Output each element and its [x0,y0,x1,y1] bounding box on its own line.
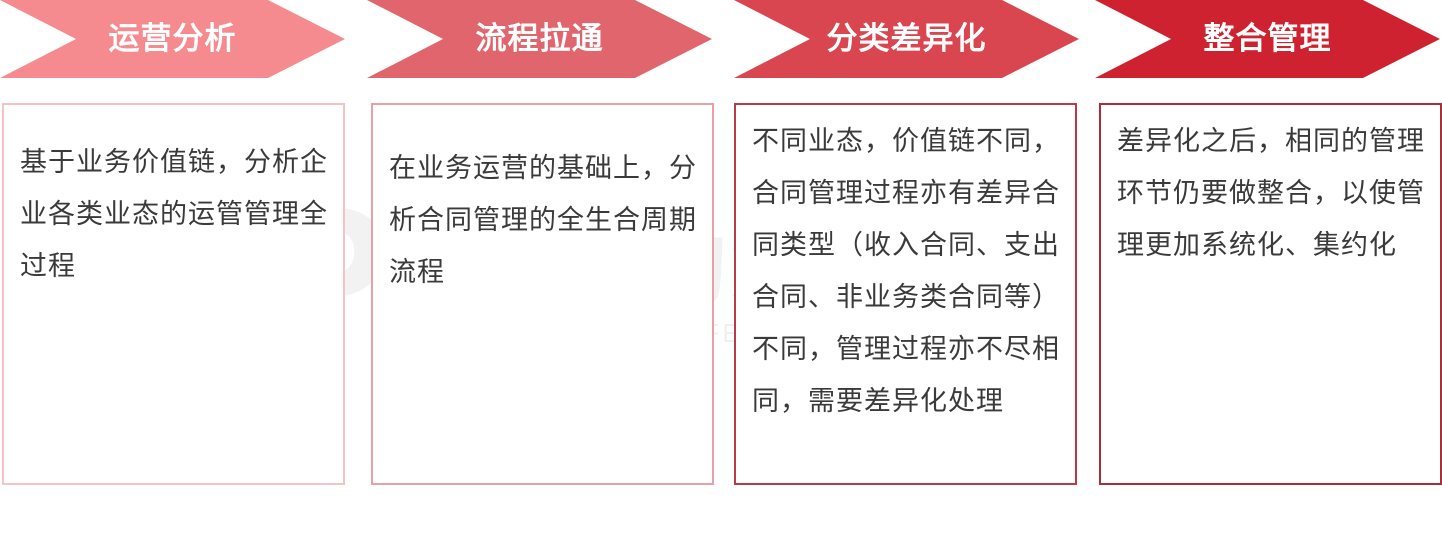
step-arrow-2: 流程拉通 [367,0,712,78]
process-arrows: 运营分析 流程拉通 分类差异化 整合管理 [0,0,1442,80]
step-description: 基于业务价值链，分析企业各类业态的运管管理全过程 [20,147,328,282]
step-card-2: 在业务运营的基础上，分析合同管理的全生合周期流程 [371,103,714,485]
step-title: 分类差异化 [826,21,987,57]
arrow-shape [734,0,1079,78]
step-arrow-1: 运营分析 [0,0,345,78]
step-title: 整合管理 [1203,21,1332,57]
arrow-shape [367,0,712,78]
step-description: 不同业态，价值链不同，合同管理过程亦有差异合同类型（收入合同、支出合同、非业务类… [752,126,1060,417]
step-description: 差异化之后，相同的管理环节仍要做整合，以使管理更加系统化、集约化 [1117,126,1425,261]
step-card-1: 基于业务价值链，分析企业各类业态的运管管理全过程 [2,103,345,485]
step-card-4: 差异化之后，相同的管理环节仍要做整合，以使管理更加系统化、集约化 [1099,103,1442,485]
step-title: 流程拉通 [475,21,604,57]
arrow-shape [0,0,345,78]
arrow-shape [1095,0,1440,78]
step-arrow-3: 分类差异化 [734,0,1079,78]
step-arrow-4: 整合管理 [1095,0,1440,78]
step-title: 运营分析 [108,21,237,57]
step-description: 在业务运营的基础上，分析合同管理的全生合周期流程 [389,153,697,288]
step-card-3: 不同业态，价值链不同，合同管理过程亦有差异合同类型（收入合同、支出合同、非业务类… [734,103,1077,485]
